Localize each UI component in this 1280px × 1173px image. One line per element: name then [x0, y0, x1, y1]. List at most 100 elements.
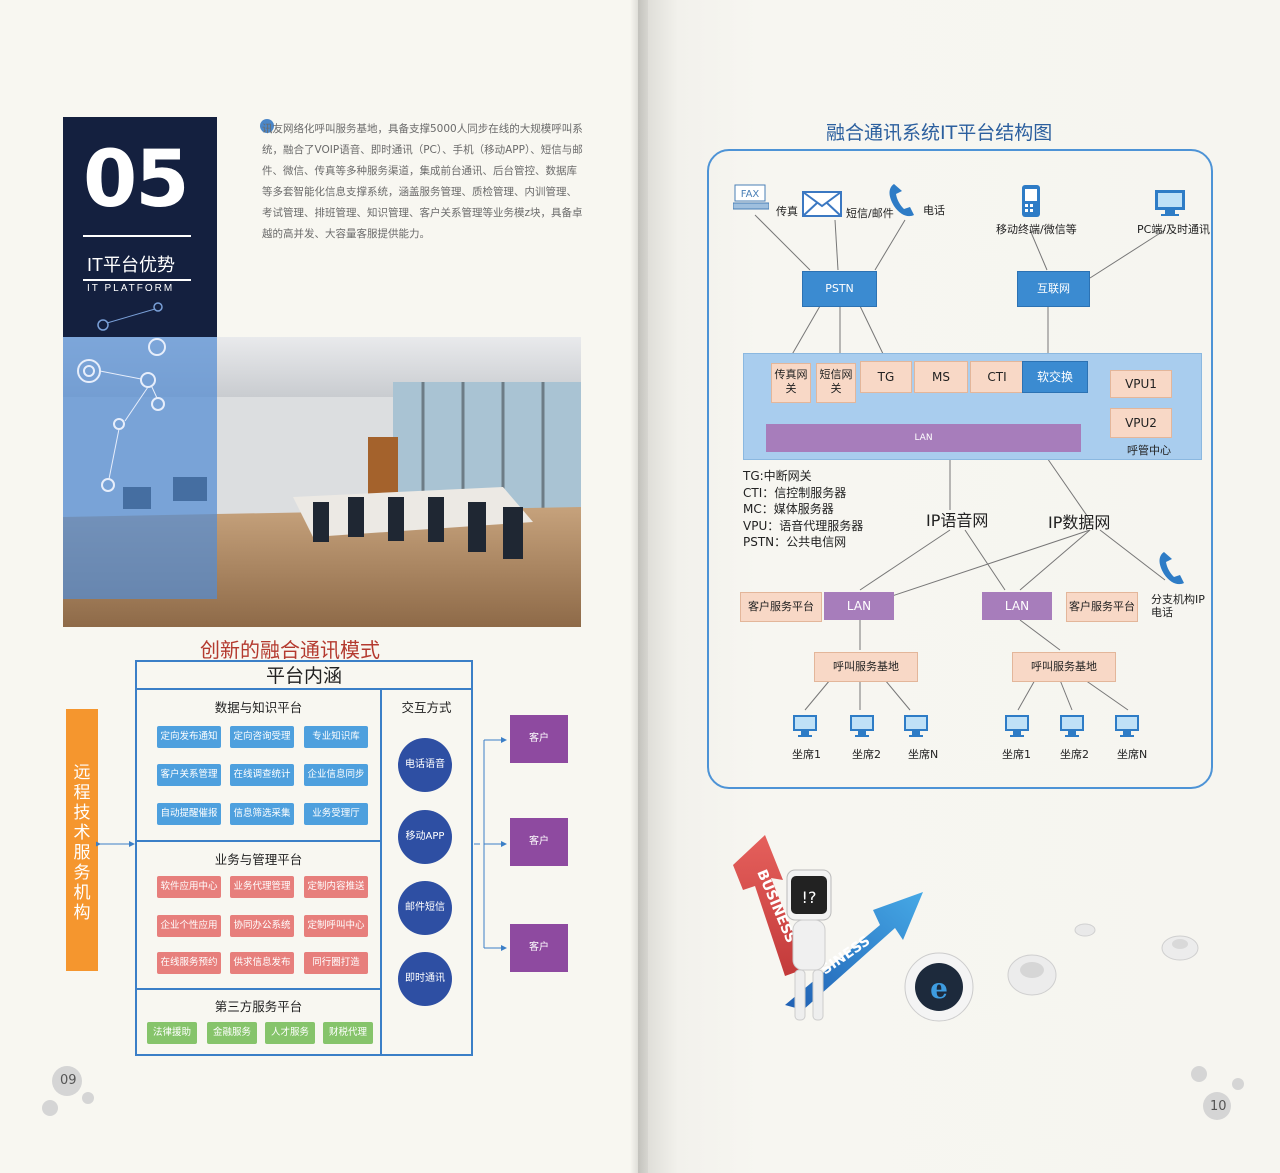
seat-label: 坐席2: [852, 748, 881, 761]
page-bubble: [42, 1100, 58, 1116]
page-bubble: [1191, 1066, 1207, 1082]
legend-item: TG:中断网关: [743, 469, 812, 483]
book-spine: [630, 0, 648, 1173]
platform-frame: 平台内涵 数据与知识平台 定向发布通知 定向咨询受理 专业知识库 客户关系管理 …: [135, 660, 473, 1056]
remote-service-box: 远程技术服务机构: [66, 709, 98, 971]
terminal-fax-label: 传真: [776, 205, 798, 218]
seat-label: 坐席2: [1060, 748, 1089, 761]
vpu2-node: VPU2: [1110, 408, 1172, 438]
svg-text:e: e: [930, 972, 948, 1005]
seat-monitor-icon: [793, 715, 817, 737]
page-bubble: [1232, 1078, 1244, 1090]
blue-overlay: [63, 337, 217, 599]
seat-monitor-icon: [850, 715, 874, 737]
business-robot-illustration: BUSINESS SINESS !? e: [733, 835, 1199, 1022]
seat-monitor-icon: [1060, 715, 1084, 737]
branch-phone-icon: [1159, 552, 1184, 585]
legend-item: VPU：语音代理服务器: [743, 518, 864, 533]
feature-pill: 协同办公系统: [230, 915, 294, 937]
phone-icon: [889, 184, 914, 217]
module-ms: MS: [914, 361, 968, 393]
interaction-label: 交互方式: [401, 700, 452, 715]
feature-pill: 在线调查统计: [230, 764, 294, 786]
feature-pill: 专业知识库: [304, 726, 368, 748]
legend-item: MC：媒体服务器: [743, 502, 834, 516]
divider: [83, 279, 191, 281]
pstn-node: PSTN: [802, 271, 877, 307]
page-number: 09: [60, 1073, 77, 1088]
module-fax-gateway: 传真网关: [771, 363, 811, 403]
seat-label: 坐席N: [908, 748, 939, 761]
group-label-data: 数据与知识平台: [214, 700, 303, 715]
page-bubble: [52, 1066, 82, 1096]
page-bubble: [82, 1092, 94, 1104]
office-photo: [63, 337, 581, 627]
terminal-pc-label: PC端/及时通讯: [1137, 223, 1211, 236]
call-base-right: 呼叫服务基地: [1012, 652, 1116, 682]
feature-pill: 法律援助: [147, 1022, 197, 1044]
channel-app: 移动APP: [398, 810, 452, 864]
internet-node: 互联网: [1017, 271, 1090, 307]
mobile-icon: [1022, 185, 1040, 217]
feature-pill: 同行圈打造: [304, 952, 368, 974]
section-title: IT平台优势: [87, 255, 175, 275]
seat-monitor-icon: [904, 715, 928, 737]
module-cti: CTI: [970, 361, 1024, 393]
customer-box: 客户: [510, 818, 568, 866]
ip-voice-network-label: IP语音网: [926, 511, 989, 530]
module-sms-gateway: 短信网关: [816, 363, 856, 403]
feature-pill: 金融服务: [207, 1022, 257, 1044]
feature-pill: 定向发布通知: [157, 726, 221, 748]
pc-icon: [1155, 190, 1185, 216]
feature-pill: 人才服务: [265, 1022, 315, 1044]
remote-service-label: 远程技术服务机构: [73, 763, 91, 923]
terminal-mobile-label: 移动终端/微信等: [996, 223, 1077, 236]
section-header: 05 IT平台优势 IT PLATFORM: [63, 117, 217, 337]
molecule-decoration-icon: [77, 338, 166, 492]
legend: TG:中断网关 CTI：信控制服务器 MC：媒体服务器 VPU：语音代理服务器 …: [743, 468, 863, 551]
section-subtitle: IT PLATFORM: [87, 283, 175, 294]
legend-item: PSTN：公共电信网: [743, 535, 847, 549]
feature-pill: 定向咨询受理: [230, 726, 294, 748]
architecture-title: 融合通讯系统IT平台结构图: [826, 122, 1053, 144]
channel-mail-sms: 邮件短信: [398, 881, 452, 935]
robot-screen-text: !?: [802, 888, 817, 907]
service-platform-left: 客户服务平台: [740, 592, 822, 622]
divider: [137, 840, 380, 842]
seat-label: 坐席1: [792, 748, 821, 761]
seat-monitor-icon: [1005, 715, 1029, 737]
terminal-sms-label: 短信/邮件: [846, 207, 894, 220]
module-softswitch: 软交换: [1022, 361, 1088, 393]
channel-im: 即时通讯: [398, 952, 452, 1006]
network-decoration-icon: [97, 302, 163, 331]
terminal-phone-label: 电话: [923, 204, 945, 217]
feature-pill: 自动提醒催报: [157, 803, 221, 825]
branch-label: 分支机构IP电话: [1151, 593, 1205, 619]
feature-pill: 供求信息发布: [230, 952, 294, 974]
divider: [137, 988, 380, 990]
customer-box: 客户: [510, 715, 568, 763]
feature-pill: 业务代理管理: [230, 876, 294, 898]
feature-pill: 业务受理厅: [304, 803, 368, 825]
lan-right: LAN: [982, 592, 1052, 620]
service-platform-right: 客户服务平台: [1066, 592, 1138, 622]
seat-label: 坐席1: [1002, 748, 1031, 761]
seat-monitor-icon: [1115, 715, 1139, 737]
feature-pill: 信息筛选采集: [230, 803, 294, 825]
feature-pill: 定制内容推送: [304, 876, 368, 898]
call-base-left: 呼叫服务基地: [814, 652, 918, 682]
customer-box: 客户: [510, 924, 568, 972]
call-center-label: 呼管中心: [1127, 444, 1171, 457]
group-label-business: 业务与管理平台: [214, 852, 303, 867]
vpu1-node: VPU1: [1110, 370, 1172, 398]
fax-icon: FAX: [733, 184, 769, 210]
bullet-icon: [260, 119, 274, 133]
lan-bus: LAN: [766, 424, 1081, 452]
fax-icon-text: FAX: [741, 189, 760, 200]
mail-icon: [802, 191, 842, 217]
feature-pill: 客户关系管理: [157, 764, 221, 786]
diagram-title: 创新的融合通讯模式: [200, 638, 380, 662]
divider: [380, 688, 382, 1054]
ip-data-network-label: IP数据网: [1048, 513, 1111, 532]
feature-pill: 在线服务预约: [157, 952, 221, 974]
